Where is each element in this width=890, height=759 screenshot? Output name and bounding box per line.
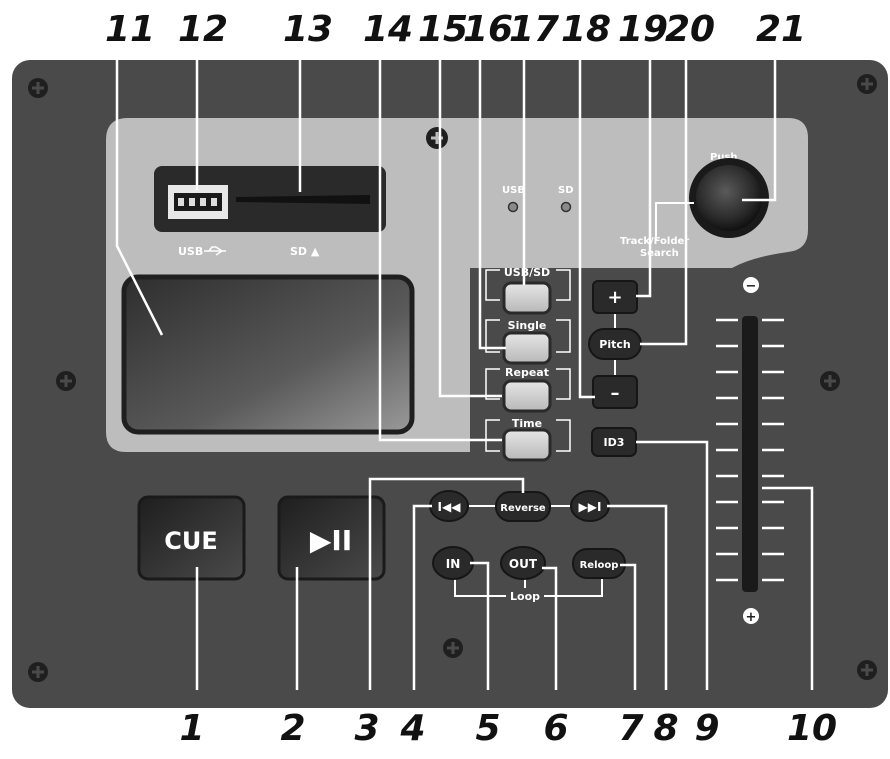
callout-15: 15	[417, 9, 469, 50]
sd-slot-label: SD ▲	[290, 245, 320, 258]
sd-indicator-led	[560, 201, 572, 213]
next-track-icon: ▶▶I	[579, 500, 602, 514]
callout-19: 19	[617, 9, 669, 50]
usb-indicator-label: USB	[502, 185, 525, 196]
callout-20: 20	[664, 9, 716, 50]
knob-push-label: Push	[710, 152, 738, 163]
callout-16: 16	[462, 9, 514, 50]
callout-18: 18	[560, 9, 612, 50]
callout-1: 1	[179, 708, 205, 749]
usb-icon	[204, 246, 226, 256]
callout-8: 8	[653, 708, 679, 749]
loop-label: Loop	[510, 590, 540, 603]
screw-icon	[28, 78, 48, 98]
screw-icon	[426, 127, 448, 149]
reloop-button-label: Reloop	[580, 560, 619, 571]
callout-13: 13	[282, 9, 334, 50]
pitch-plus-label: +	[607, 287, 622, 308]
cue-button-label: CUE	[164, 527, 218, 555]
usb-port[interactable]	[168, 185, 228, 219]
callout-2: 2	[280, 708, 306, 749]
repeat-button-label: Repeat	[505, 366, 549, 379]
fader-minus-icon	[743, 277, 759, 293]
screw-icon	[820, 371, 840, 391]
callout-17: 17	[508, 9, 560, 50]
knob-search-label-2: Search	[640, 248, 679, 259]
play-pause-button[interactable]	[277, 495, 386, 581]
pitch-minus-button[interactable]	[592, 375, 638, 409]
sd-indicator-label: SD	[558, 185, 574, 196]
time-button[interactable]	[502, 428, 552, 462]
callout-5: 5	[475, 708, 501, 749]
callout-10: 10	[786, 708, 838, 749]
fader-plus-icon	[743, 608, 759, 624]
time-button-label: Time	[512, 417, 542, 430]
screw-icon	[28, 662, 48, 682]
screw-icon	[443, 638, 463, 658]
usb-slot-label: USB	[178, 245, 203, 258]
pitch-minus-label: –	[611, 383, 620, 404]
id3-button-label: ID3	[604, 436, 625, 449]
usb-sd-button-label: USB/SD	[504, 266, 550, 279]
loop-in-label: IN	[446, 557, 461, 571]
loop-out-label: OUT	[509, 557, 538, 571]
callout-9: 9	[694, 708, 720, 749]
callout-3: 3	[354, 708, 380, 749]
fader-plus-symbol: +	[746, 610, 757, 625]
screw-icon	[857, 74, 877, 94]
callout-12: 12	[177, 9, 229, 50]
cue-button[interactable]	[137, 495, 246, 581]
screw-icon	[857, 660, 877, 680]
callout-11: 11	[104, 9, 156, 50]
loop-out-button[interactable]	[500, 546, 546, 580]
reverse-button-label: Reverse	[500, 503, 546, 514]
leader-lines	[115, 48, 814, 690]
single-button[interactable]	[502, 331, 552, 365]
callout-4: 4	[400, 708, 426, 749]
play-pause-icon: ▶II	[310, 524, 352, 557]
single-button-label: Single	[508, 319, 547, 332]
callout-21: 21	[755, 9, 807, 50]
callout-14: 14	[362, 9, 414, 50]
knob-search-label-1: Track/Folder	[620, 236, 689, 247]
sd-card-slot[interactable]	[236, 195, 370, 204]
usb-sd-button[interactable]	[502, 281, 552, 315]
loop-label-bg	[506, 588, 544, 603]
usb-indicator-led	[507, 201, 519, 213]
fader-scale	[716, 318, 784, 582]
reloop-button[interactable]	[572, 548, 626, 579]
pitch-fader-track[interactable]	[742, 316, 758, 592]
previous-track-icon: I◀◀	[438, 500, 462, 514]
callout-6: 6	[543, 708, 569, 749]
pitch-button-label: Pitch	[599, 338, 630, 351]
callout-7: 7	[618, 708, 644, 749]
lcd-display	[121, 274, 415, 435]
repeat-button[interactable]	[502, 379, 552, 413]
label-brackets	[485, 269, 571, 452]
track-folder-search-knob[interactable]	[696, 165, 762, 231]
fader-minus-symbol: −	[746, 279, 757, 294]
screw-icon	[56, 371, 76, 391]
